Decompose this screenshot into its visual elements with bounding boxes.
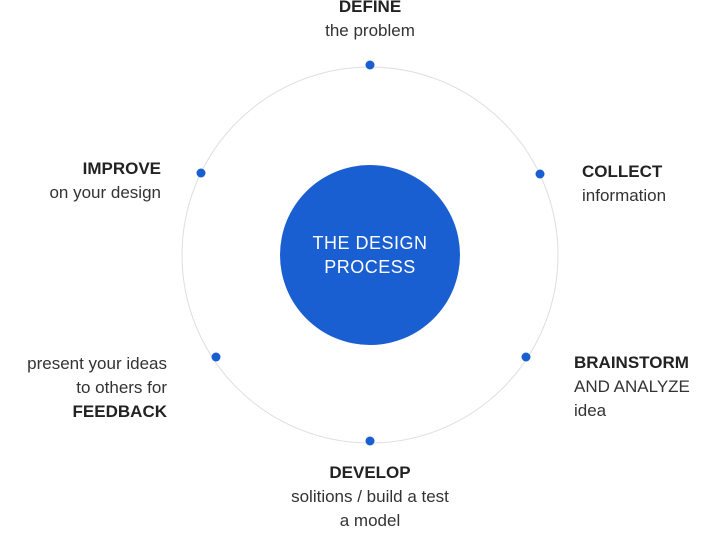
center-title-line1: THE DESIGN	[312, 233, 428, 253]
step-define: DEFINE the problem	[250, 0, 490, 43]
node-feedback	[211, 352, 221, 362]
step-develop-sub2: a model	[339, 511, 401, 530]
step-collect: COLLECT information	[582, 160, 666, 208]
step-improve-sub: on your design	[49, 183, 161, 202]
step-develop-title: DEVELOP	[329, 463, 411, 482]
step-brainstorm: BRAINSTORM AND ANALYZE idea	[574, 351, 690, 423]
step-feedback-sub1: present your ideas	[27, 354, 167, 373]
node-collect	[535, 169, 545, 179]
step-feedback: present your ideas to others for FEEDBAC…	[27, 352, 167, 424]
step-define-title: DEFINE	[338, 0, 402, 16]
center-circle	[280, 165, 460, 345]
step-improve: IMPROVE on your design	[49, 157, 161, 205]
node-develop	[365, 436, 375, 446]
node-define	[365, 60, 375, 70]
node-improve	[196, 168, 206, 178]
step-feedback-title: FEEDBACK	[72, 402, 167, 421]
center-title: THE DESIGN PROCESS	[280, 170, 460, 340]
center-title-line2: PROCESS	[324, 257, 416, 277]
step-develop: DEVELOP solitions / build a test a model	[250, 461, 490, 533]
step-collect-title: COLLECT	[582, 162, 663, 181]
step-brainstorm-title: BRAINSTORM	[574, 353, 689, 372]
step-feedback-sub2: to others for	[76, 378, 167, 397]
step-brainstorm-sub1: AND ANALYZE	[574, 377, 690, 396]
step-define-sub: the problem	[325, 21, 415, 40]
step-brainstorm-sub2: idea	[574, 401, 607, 420]
step-collect-sub: information	[582, 186, 667, 205]
step-improve-title: IMPROVE	[82, 159, 161, 178]
step-develop-sub1: solitions / build a test	[291, 487, 449, 506]
node-brainstorm	[521, 352, 531, 362]
